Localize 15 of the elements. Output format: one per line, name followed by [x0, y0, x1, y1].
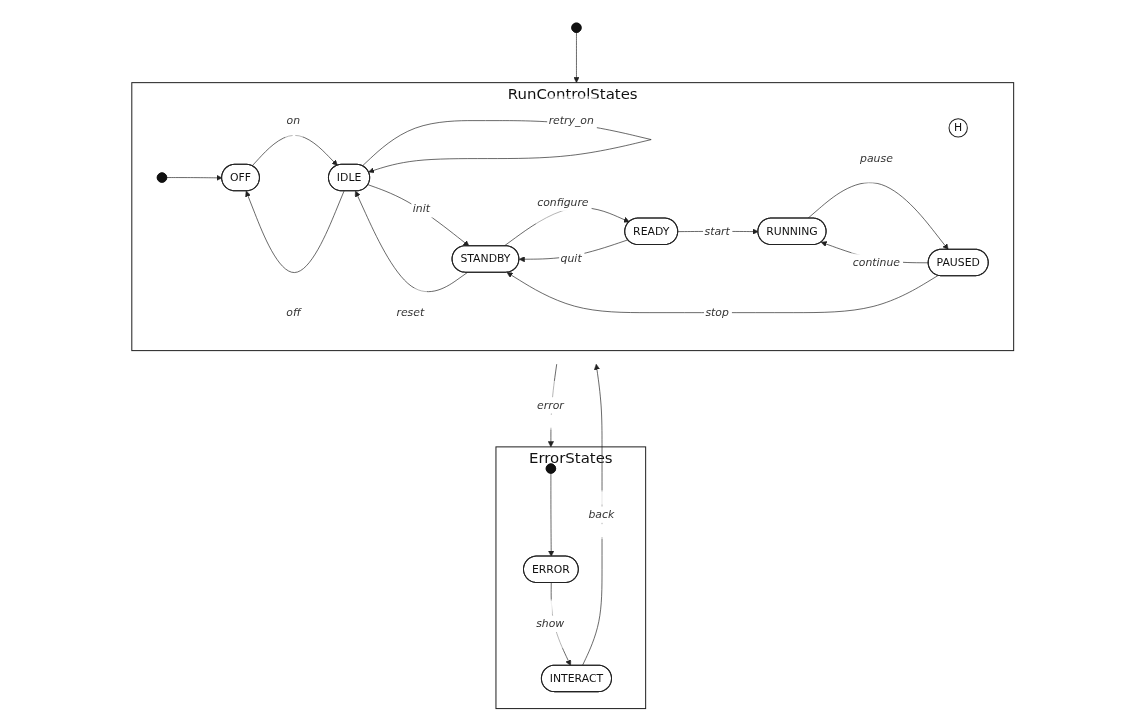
- edge-label: error: [537, 398, 564, 412]
- edge-label: continue: [852, 255, 901, 269]
- edge-label: show: [536, 617, 565, 630]
- edge-label: off: [286, 305, 301, 319]
- edge-label: quit: [560, 252, 582, 266]
- edge-label: stop: [705, 305, 729, 319]
- edge-label: on: [286, 113, 301, 127]
- edge-label: configure: [537, 195, 589, 209]
- edge-label: retry_on: [548, 113, 594, 127]
- edge-label: back: [588, 507, 615, 521]
- edge-label: start: [704, 224, 730, 238]
- edge-label: pause: [860, 151, 893, 165]
- edge-label: reset: [396, 305, 425, 319]
- node-circle: H: [948, 118, 968, 138]
- edge-label: init: [412, 202, 431, 216]
